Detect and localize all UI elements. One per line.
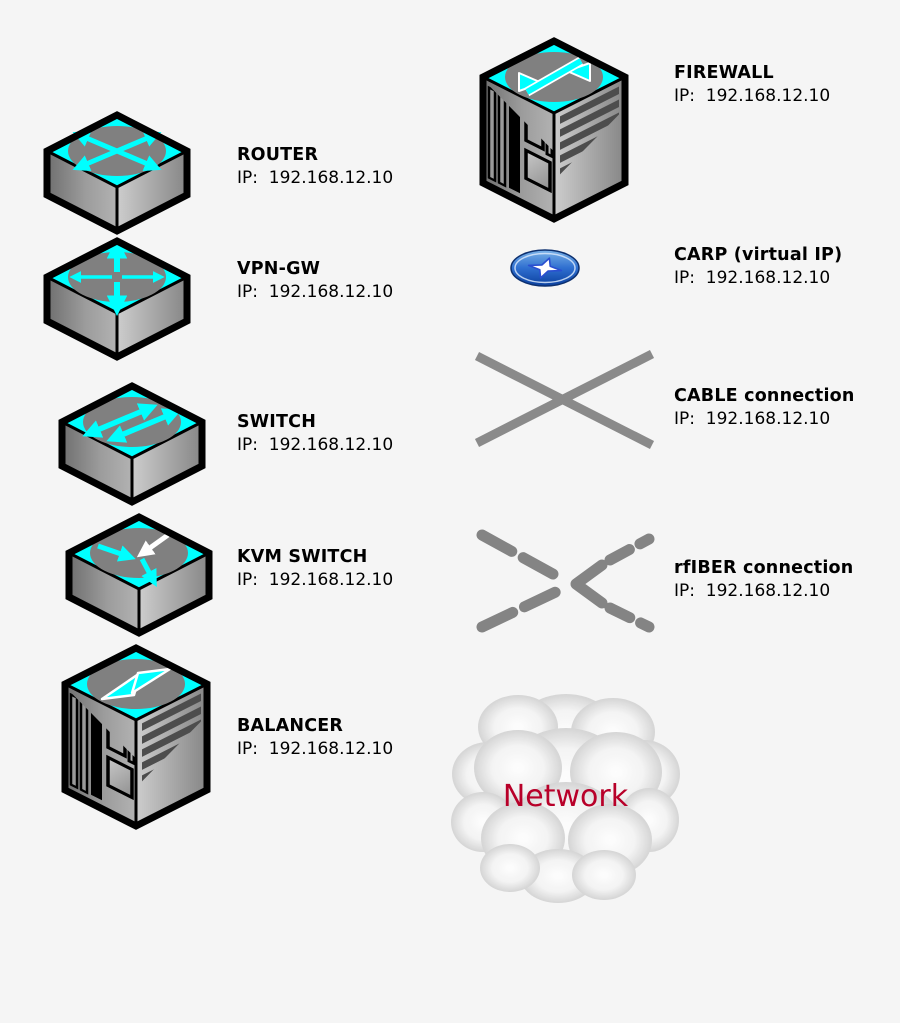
cable-connection-icon (474, 350, 656, 450)
device-label: FIREWALL (674, 63, 774, 83)
device-label: rfIBER connection (674, 558, 854, 578)
legend-text-router: ROUTER IP: 192.168.12.10 (237, 144, 393, 190)
device-ip: IP: 192.168.12.10 (237, 282, 394, 302)
device-label: CABLE connection (674, 386, 855, 406)
legend-text-switch: SWITCH IP: 192.168.12.10 (237, 411, 393, 457)
firewall-icon (478, 36, 630, 224)
legend-text-carp: CARP (virtual IP) IP: 192.168.12.10 (674, 244, 842, 290)
device-label: SWITCH (237, 412, 317, 432)
device-ip: IP: 192.168.12.10 (237, 739, 394, 759)
network-cloud-icon: Network (448, 672, 683, 907)
legend-text-vpn-gw: VPN-GW IP: 192.168.12.10 (237, 258, 393, 304)
kvm-switch-icon (64, 512, 214, 638)
legend-text-firewall: FIREWALL IP: 192.168.12.10 (674, 62, 830, 108)
balancer-icon (60, 643, 212, 831)
network-cloud-label: Network (502, 779, 629, 814)
device-ip: IP: 192.168.12.10 (674, 581, 831, 601)
vpn-gateway-icon (42, 236, 192, 362)
carp-virtual-ip-icon (508, 247, 582, 289)
legend-text-balancer: BALANCER IP: 192.168.12.10 (237, 715, 393, 761)
legend-text-cable: CABLE connection IP: 192.168.12.10 (674, 385, 855, 431)
fiber-connection-icon (474, 527, 656, 635)
switch-icon (57, 381, 207, 507)
device-label: CARP (virtual IP) (674, 245, 843, 265)
device-ip: IP: 192.168.12.10 (237, 435, 394, 455)
device-label: KVM SWITCH (237, 547, 368, 567)
legend-text-kvm-switch: KVM SWITCH IP: 192.168.12.10 (237, 546, 393, 592)
device-label: VPN-GW (237, 259, 321, 279)
device-ip: IP: 192.168.12.10 (237, 168, 394, 188)
device-ip: IP: 192.168.12.10 (237, 570, 394, 590)
device-ip: IP: 192.168.12.10 (674, 268, 831, 288)
device-label: BALANCER (237, 716, 344, 736)
router-icon (42, 110, 192, 236)
device-ip: IP: 192.168.12.10 (674, 86, 831, 106)
legend-text-fiber: rfIBER connection IP: 192.168.12.10 (674, 557, 853, 603)
device-ip: IP: 192.168.12.10 (674, 409, 831, 429)
device-label: ROUTER (237, 145, 319, 165)
